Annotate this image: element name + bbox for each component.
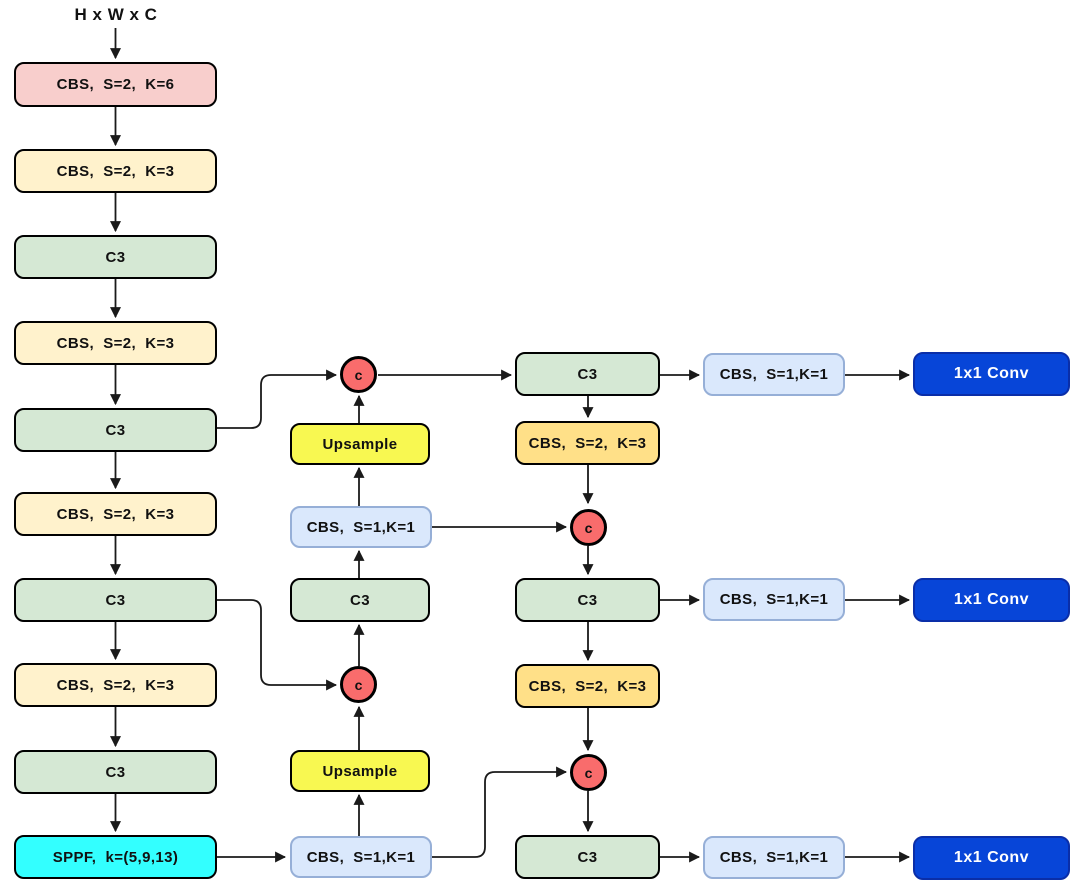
edge-p3-skip-to-concat xyxy=(217,599,338,691)
head-c3-block: C3 xyxy=(515,835,660,879)
backbone-cbs-block: CBS, S=2, K=6 xyxy=(14,62,217,107)
input-shape-label: H x W x C xyxy=(74,5,158,24)
concat-node: c xyxy=(340,356,377,393)
head-cbs-downsample-block: CBS, S=2, K=3 xyxy=(515,421,660,465)
output-cbs-block: CBS, S=1,K=1 xyxy=(703,578,845,621)
backbone-c3-block: C3 xyxy=(14,578,217,622)
detect-conv-block: 1x1 Conv xyxy=(913,836,1070,880)
edge-p4-skip-to-concat xyxy=(217,369,338,429)
backbone-cbs-block: CBS, S=2, K=3 xyxy=(14,321,217,365)
concat-node: c xyxy=(570,754,607,791)
backbone-sppf-block: SPPF, k=(5,9,13) xyxy=(14,835,217,879)
neck-c3-block: C3 xyxy=(290,578,430,622)
head-c3-block: C3 xyxy=(515,352,660,396)
backbone-c3-block: C3 xyxy=(14,750,217,794)
backbone-cbs-block: CBS, S=2, K=3 xyxy=(14,663,217,707)
head-cbs-downsample-block: CBS, S=2, K=3 xyxy=(515,664,660,708)
edge-cbs-bottom-to-head-concat xyxy=(432,766,568,858)
neck-upsample-block: Upsample xyxy=(290,750,430,792)
output-cbs-block: CBS, S=1,K=1 xyxy=(703,836,845,879)
neck-upsample-block: Upsample xyxy=(290,423,430,465)
backbone-c3-block: C3 xyxy=(14,408,217,452)
backbone-c3-block: C3 xyxy=(14,235,217,279)
concat-node: c xyxy=(340,666,377,703)
neck-cbs-block: CBS, S=1,K=1 xyxy=(290,506,432,548)
neck-cbs-block: CBS, S=1,K=1 xyxy=(290,836,432,878)
output-cbs-block: CBS, S=1,K=1 xyxy=(703,353,845,396)
head-c3-block: C3 xyxy=(515,578,660,622)
concat-node: c xyxy=(570,509,607,546)
backbone-cbs-block: CBS, S=2, K=3 xyxy=(14,492,217,536)
detect-conv-block: 1x1 Conv xyxy=(913,352,1070,396)
detect-conv-block: 1x1 Conv xyxy=(913,578,1070,622)
backbone-cbs-block: CBS, S=2, K=3 xyxy=(14,149,217,193)
